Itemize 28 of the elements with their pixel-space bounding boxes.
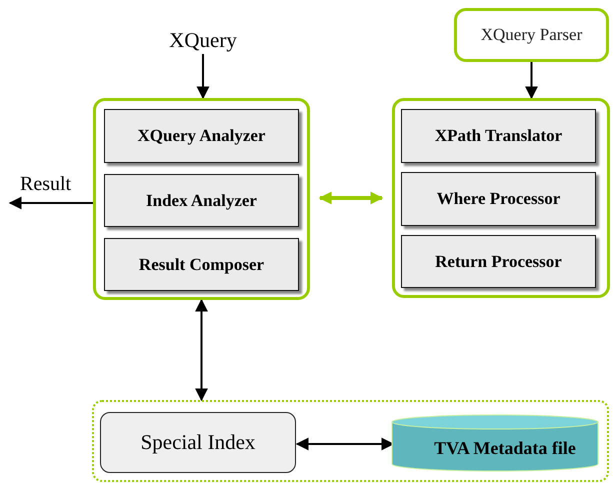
box-label: Special Index: [140, 430, 256, 455]
box-label: Result Composer: [138, 254, 264, 274]
input-label: XQuery: [169, 28, 237, 52]
box-label: XQuery Analyzer: [138, 126, 266, 146]
process-box: [104, 174, 299, 227]
box-label: Return Processor: [435, 252, 562, 272]
box-label: XPath Translator: [434, 126, 562, 146]
process-box: [454, 8, 609, 62]
group-frame: [93, 98, 310, 300]
index-box: [100, 412, 296, 473]
process-box: [401, 109, 596, 163]
arrow: [195, 298, 208, 402]
process-box: [401, 172, 596, 226]
process-box: [401, 235, 596, 288]
dotted-frame: [92, 400, 609, 482]
box-label: Index Analyzer: [146, 190, 257, 210]
arrow: [196, 54, 210, 100]
arrow: [318, 192, 384, 204]
process-box: [104, 238, 299, 291]
box-label: Where Processor: [436, 189, 560, 209]
arrow: [296, 438, 394, 450]
box-label: XQuery Parser: [480, 25, 582, 45]
process-box: [104, 109, 299, 163]
arrow: [525, 62, 538, 100]
database-cylinder: [392, 415, 598, 471]
box-label: TVA Metadata file: [434, 438, 576, 458]
arrow: [8, 196, 93, 210]
group-frame: [392, 98, 610, 298]
